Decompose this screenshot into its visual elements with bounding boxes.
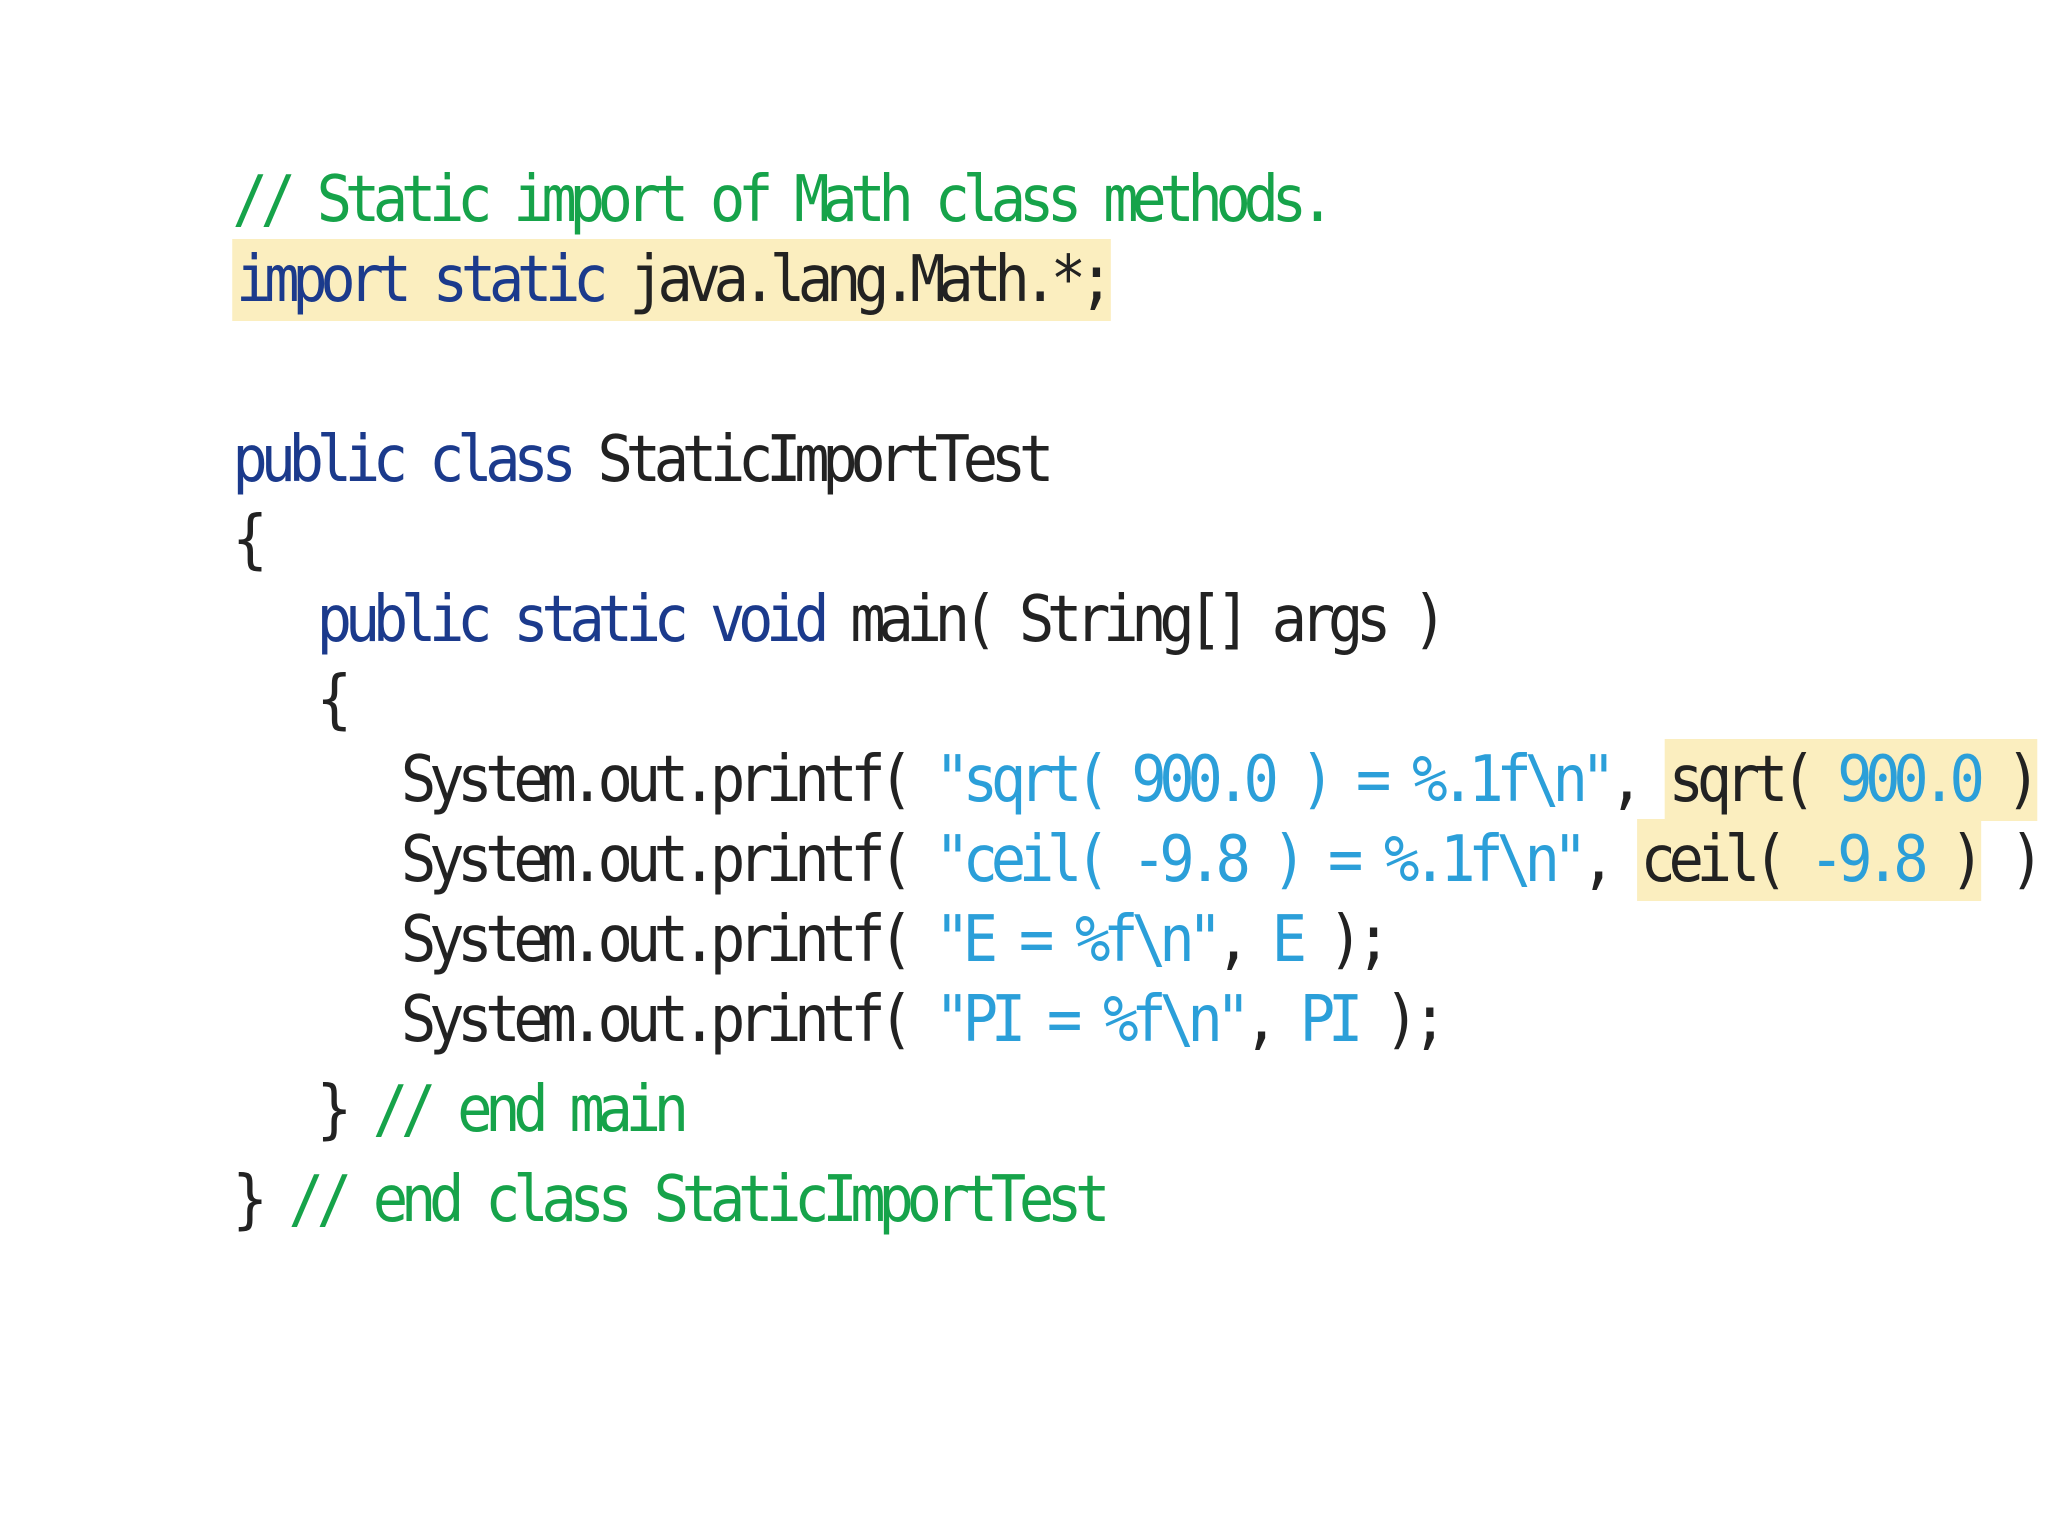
code-line-1: // Static import of Math class methods. bbox=[120, 80, 1335, 237]
number-literal: -9.8 bbox=[1809, 823, 1929, 897]
import-target: java.lang.Math.*; bbox=[629, 243, 1114, 317]
space bbox=[569, 423, 597, 497]
string-literal: "PI = %f\n" bbox=[934, 983, 1251, 1057]
printf-call: System.out.printf( bbox=[400, 983, 935, 1057]
code-line-13: } // end class StaticImportTest bbox=[120, 1080, 1110, 1237]
separator: , bbox=[1243, 983, 1300, 1057]
method-call: ceil( bbox=[1640, 823, 1810, 897]
code-line-6: public static void main( String[] args ) bbox=[120, 500, 1448, 657]
statement-end: ); bbox=[1355, 983, 1448, 1057]
statement-end: ); bbox=[2009, 823, 2048, 897]
code-line-10: System.out.printf( "E = %f\n", E ); bbox=[120, 820, 1391, 977]
code-line-9: System.out.printf( "ceil( -9.8 ) = %.1f\… bbox=[120, 740, 2048, 901]
code-listing: // Static import of Math class methods. … bbox=[120, 80, 2048, 1320]
number-literal: 900.0 bbox=[1837, 743, 1985, 817]
code-line-7: { bbox=[120, 580, 352, 737]
constant: PI bbox=[1299, 983, 1364, 1057]
keyword-text: public static void bbox=[316, 583, 830, 657]
printf-call: System.out.printf( bbox=[400, 823, 935, 897]
string-literal: "ceil( -9.8 ) = %.1f\n" bbox=[934, 823, 1588, 897]
keyword-text: import static bbox=[236, 243, 609, 317]
code-line-5: { bbox=[120, 420, 267, 577]
string-literal: "E = %f\n" bbox=[934, 903, 1223, 977]
method-call: sqrt( bbox=[1668, 743, 1838, 817]
code-line-2: import static java.lang.Math.*; bbox=[120, 160, 1114, 321]
space bbox=[601, 243, 629, 317]
string-literal: "sqrt( 900.0 ) = %.1f\n" bbox=[934, 743, 1616, 817]
statement-end: ); bbox=[1299, 903, 1392, 977]
separator: , bbox=[1215, 903, 1272, 977]
comment-text: // end class StaticImportTest bbox=[288, 1163, 1111, 1237]
keyword-text: public class bbox=[232, 423, 576, 497]
printf-call: System.out.printf( bbox=[400, 903, 935, 977]
comment-text: // Static import of Math class methods. bbox=[232, 163, 1335, 237]
highlight-sqrt: sqrt( 900.0 ) bbox=[1664, 739, 2041, 821]
space bbox=[822, 583, 850, 657]
brace: } bbox=[316, 1073, 373, 1147]
paren: ) bbox=[1921, 823, 1984, 897]
code-line-12: } // end main bbox=[120, 990, 690, 1147]
code-line-4: public class StaticImportTest bbox=[120, 340, 1054, 497]
separator: , bbox=[1608, 743, 1665, 817]
highlight-import: import static java.lang.Math.*; bbox=[232, 239, 1114, 321]
separator: , bbox=[1580, 823, 1637, 897]
code-line-11: System.out.printf( "PI = %f\n", PI ); bbox=[120, 900, 1448, 1057]
highlight-ceil: ceil( -9.8 ) bbox=[1636, 819, 1985, 901]
printf-call: System.out.printf( bbox=[400, 743, 935, 817]
brace: } bbox=[232, 1163, 289, 1237]
method-signature: main( String[] args ) bbox=[850, 583, 1447, 657]
class-name: StaticImportTest bbox=[597, 423, 1055, 497]
code-line-8: System.out.printf( "sqrt( 900.0 ) = %.1f… bbox=[120, 660, 2048, 821]
comment-text: // end main bbox=[372, 1073, 689, 1147]
